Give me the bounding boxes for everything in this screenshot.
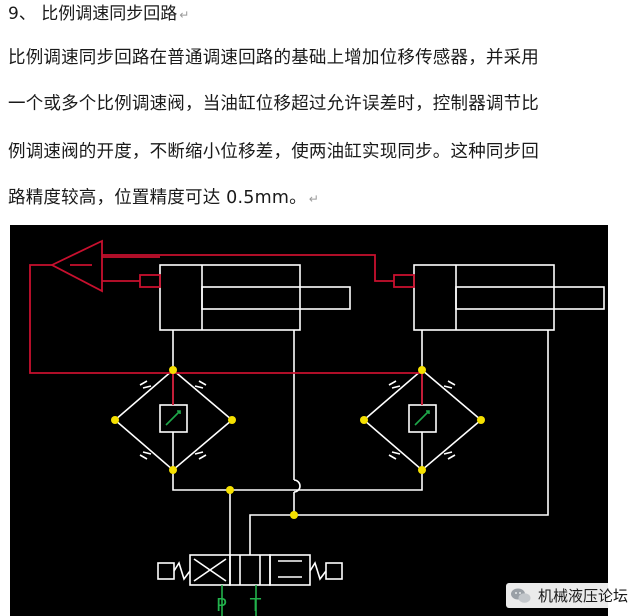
right-cylinder-body bbox=[413, 264, 555, 331]
port-p-label: P bbox=[216, 595, 227, 616]
left-cylinder-body bbox=[159, 264, 301, 331]
paragraph-text-3: 例调速阀的开度，不断缩小位移差，使两油缸实现同步。这种同步回 bbox=[8, 142, 539, 162]
left-displacement-sensor bbox=[139, 274, 161, 288]
junction-points bbox=[111, 366, 485, 519]
hydraulic-lines bbox=[113, 264, 605, 586]
left-cylinder-rod bbox=[201, 286, 351, 310]
amplifier-triangle bbox=[49, 239, 103, 293]
heading-text: 9、 比例调速同步回路 bbox=[8, 4, 178, 24]
proportional-valve-arrows bbox=[165, 410, 430, 426]
paragraph-text-2: 一个或多个比例调速阀，当油缸位移超过允许误差时，控制器调节比 bbox=[8, 94, 539, 114]
paragraph-line-3: 例调速阀的开度，不断缩小位移差，使两油缸实现同步。这种同步回 bbox=[8, 138, 539, 166]
right-cylinder-rod bbox=[455, 286, 605, 310]
feedback-line bbox=[29, 264, 423, 405]
return-mark-2: ↵ bbox=[308, 192, 320, 206]
left-bridge-check-valves bbox=[139, 380, 207, 460]
paragraph-text-1: 比例调速同步回路在普通调速回路的基础上增加位移传感器，并采用 bbox=[8, 48, 539, 68]
port-t-label: T bbox=[249, 595, 262, 616]
right-rod-return bbox=[249, 330, 549, 555]
watermark-text: 机械液压论坛 bbox=[537, 587, 628, 605]
directional-control-valve bbox=[157, 554, 343, 586]
port-lines bbox=[221, 585, 257, 616]
paragraph-line-2: 一个或多个比例调速阀，当油缸位移超过允许误差时，控制器调节比 bbox=[8, 90, 539, 118]
hydraulic-circuit-diagram: P T bbox=[10, 225, 608, 616]
section-heading: 9、 比例调速同步回路↵ bbox=[8, 2, 189, 27]
wechat-icon bbox=[510, 588, 531, 603]
paragraph-text-4: 路精度较高，位置精度可达 0.5mm。 bbox=[8, 188, 307, 208]
circuit-svg: P T bbox=[29, 239, 605, 616]
line-crossover bbox=[293, 479, 301, 493]
return-mark: ↵ bbox=[179, 8, 190, 22]
watermark: 机械液压论坛 bbox=[505, 583, 634, 608]
paragraph-line-4: 路精度较高，位置精度可达 0.5mm。↵ bbox=[8, 184, 319, 213]
right-bridge-check-valves bbox=[388, 380, 456, 460]
pressure-manifold bbox=[172, 470, 423, 491]
signal-lines bbox=[29, 239, 423, 405]
right-displacement-sensor bbox=[393, 274, 415, 288]
paragraph-line-1: 比例调速同步回路在普通调速回路的基础上增加位移传感器，并采用 bbox=[8, 44, 539, 72]
